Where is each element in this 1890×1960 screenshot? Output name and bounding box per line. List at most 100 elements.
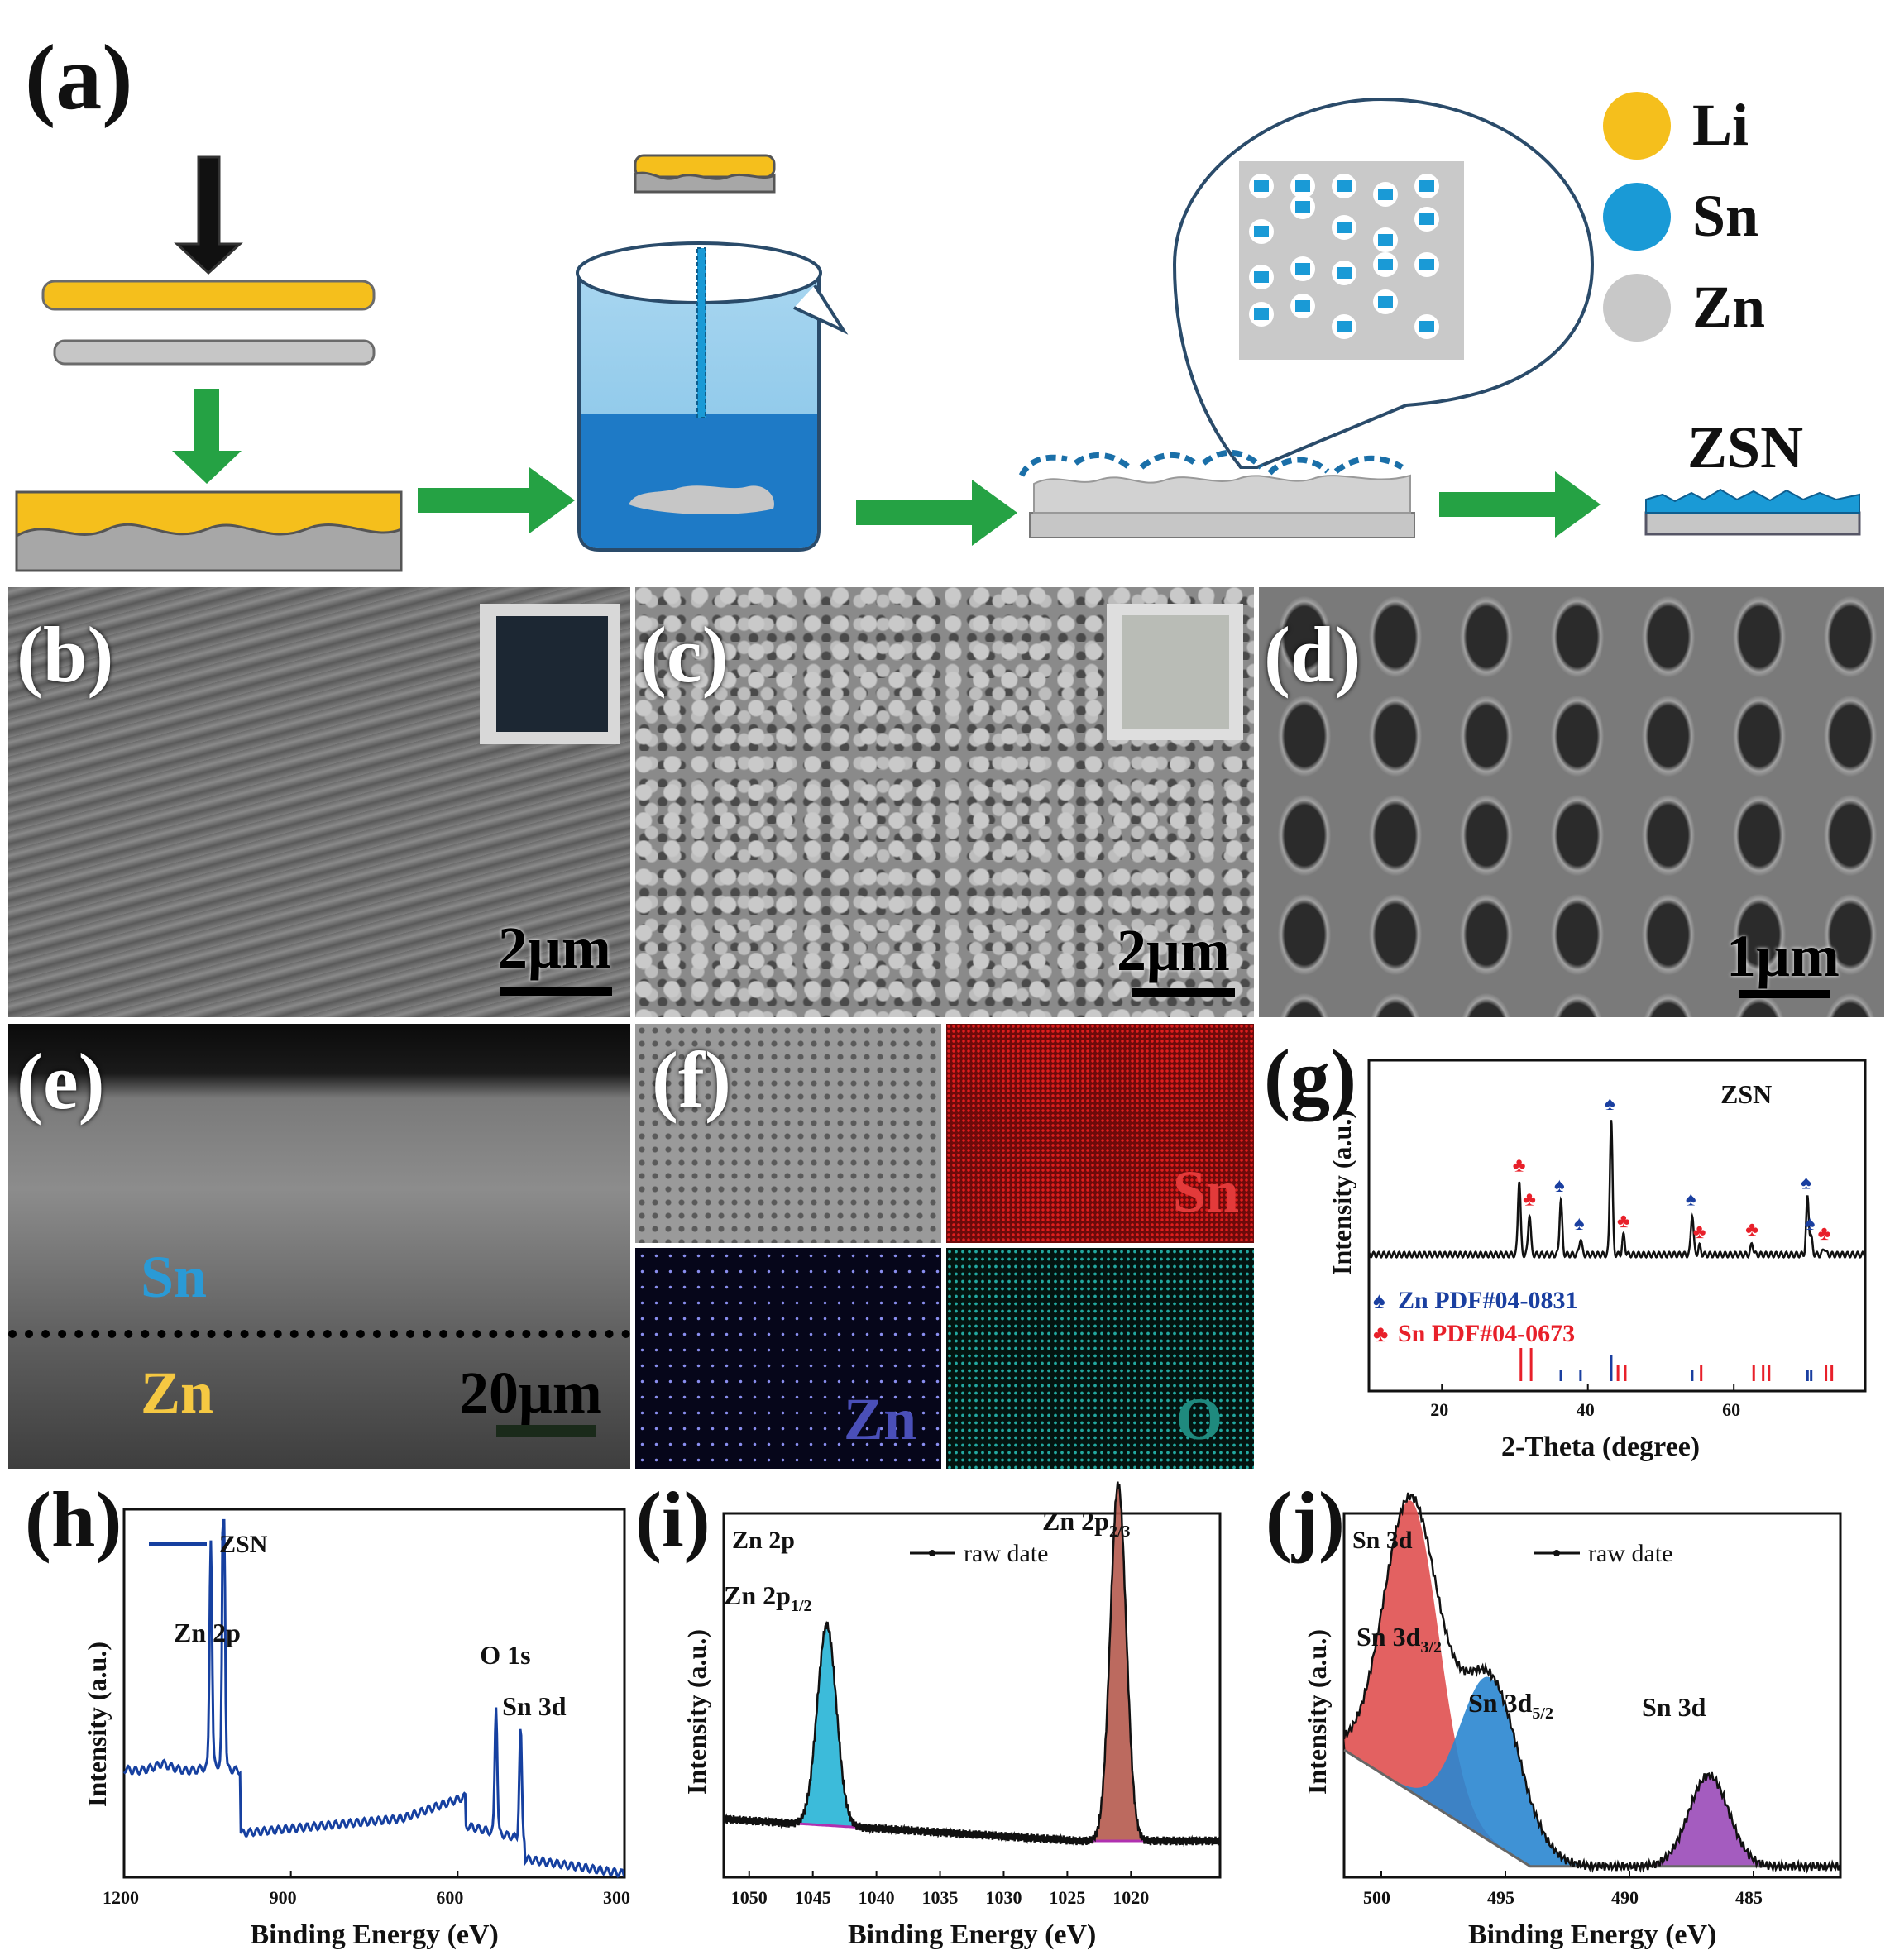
peak-marker-2: ♠ [1554,1175,1565,1197]
sn-particle-core-11 [1295,263,1310,275]
green-arrow-2 [856,480,1017,546]
peak-marker-0: ♣ [1513,1154,1526,1176]
zn-foil [53,339,376,366]
legend-li-label: Li [1692,92,1749,158]
x-axis-label: 2-Theta (degree) [1501,1432,1700,1462]
chart-title: ZSN [1720,1079,1772,1109]
panel-label-g: (g) [1264,1033,1356,1121]
legend-sn: Sn PDF#04-0673 [1398,1320,1575,1347]
sn-particle-core-4 [1419,180,1434,192]
sn-particle-core-0 [1254,180,1269,192]
scale-bar-e [496,1425,596,1437]
legend-dot [1553,1550,1560,1556]
scale-label-c: 2μm [1117,917,1230,983]
foil-rod [696,247,706,418]
peak-marker-9: ♠ [1801,1173,1811,1194]
sn-swatch [1603,182,1671,251]
legend-li: Li [1603,91,1749,160]
xtick-label-1: 495 [1487,1887,1514,1908]
panel-label-f: (f) [652,1035,731,1124]
scale-label-b: 2μm [498,915,611,981]
xtick-label-3: 300 [603,1887,630,1908]
sn-particle-core-17 [1337,321,1352,332]
plot-frame [122,1508,626,1879]
sn-particle-core-12 [1337,267,1352,279]
panel-label-i: (i) [635,1475,711,1564]
peak-label-0: Sn 3d3/2 [1356,1622,1442,1656]
sn-particle-core-19 [1419,321,1434,332]
anno-sn3d: Sn 3d [502,1691,567,1721]
sn-particle-core-10 [1254,271,1269,283]
xtick-label-0: 500 [1363,1887,1390,1908]
layer-label-zn: Zn [141,1360,214,1426]
sem-image-c: (c) 2μm [635,587,1254,1017]
eds-maps-f: (f) Sn Zn O [635,1024,1254,1469]
sem-image-b: (b) 2μm [8,587,630,1017]
xtick-label-1: 900 [270,1887,297,1908]
panel-a-schematic: (a) [0,0,1890,579]
product-label: ZSN [1687,414,1804,480]
panel-label-h: (h) [25,1475,122,1564]
sn-particles [1249,174,1439,339]
peak-marker-10: ♠ [1805,1213,1816,1235]
interface-line [8,1330,630,1338]
legend-zn-marker: ♠ [1373,1288,1385,1314]
panel-label-c: (c) [640,610,729,699]
xtick-label-1: 40 [1577,1399,1595,1420]
sn-particle-core-16 [1295,300,1310,312]
fit-peak-1 [1344,1676,1840,1867]
sn-particle-core-7 [1337,222,1352,233]
inset-photo-b [480,604,620,744]
fit-peak-2 [1344,1750,1840,1867]
sn-particle-core-1 [1295,180,1310,192]
panel-label-d: (d) [1264,610,1361,699]
schematic-svg [15,97,1861,572]
press-arrow [174,155,243,275]
plot-frame [722,1512,1222,1879]
peak-marker-8: ♣ [1745,1219,1758,1241]
scale-label-d: 1μm [1726,923,1840,989]
xrd-chart-g: ZSN♣♣♠♠♠♣♠♣♣♠♠♣♠ Zn PDF#04-0831♣ Sn PDF#… [1327,1059,1867,1462]
eds-map-o: O [946,1248,1254,1469]
map-label-o: O [1175,1386,1223,1452]
y-axis-label: Intensity (a.u.) [82,1642,112,1807]
panel-label-a: (a) [25,26,133,129]
zn-swatch [1603,273,1671,342]
x-axis-label: Binding Energy (eV) [848,1919,1096,1950]
fit-peak-0 [724,1625,1220,1841]
sn-particle-core-14 [1419,259,1434,270]
scale-bar-c [1132,988,1235,997]
xtick-label-1: 1045 [795,1887,831,1908]
legend-zsn: ZSN [219,1531,268,1558]
beaker-liquid [581,414,817,548]
fit-peak-1 [724,1484,1220,1841]
anno-zn2p: Zn 2p [174,1618,241,1647]
xtick-label-6: 1020 [1112,1887,1149,1908]
peak-marker-3: ♠ [1574,1213,1585,1235]
spectrum-title: Sn 3d [1352,1527,1413,1554]
xtick-label-3: 1035 [922,1887,959,1908]
zsn-coating [1645,488,1860,514]
xtick-label-2: 600 [436,1887,463,1908]
eds-map-zn: Zn [635,1248,941,1469]
raw-data-line [1342,1492,1841,1874]
green-arrow-3 [1439,471,1601,538]
scale-label-e: 20μm [459,1360,602,1426]
sn-particle-core-8 [1378,234,1393,246]
xtick-label-2: 490 [1611,1887,1639,1908]
y-axis-label: Intensity (a.u.) [1302,1629,1332,1795]
sn-dashes [1018,449,1404,477]
legend-zn-label: Zn [1692,274,1766,340]
xtick-label-2: 1040 [859,1887,895,1908]
peak-marker-5: ♣ [1617,1211,1630,1232]
sn-particle-core-18 [1378,296,1393,308]
legend-sn: Sn [1603,182,1758,251]
xtick-label-3: 485 [1735,1887,1763,1908]
layer-label-sn: Sn [141,1244,208,1310]
peak-marker-11: ♣ [1818,1223,1831,1245]
xtick-label-0: 20 [1430,1399,1448,1420]
xtick-label-4: 1030 [985,1887,1022,1908]
peak-marker-4: ♠ [1605,1093,1615,1115]
